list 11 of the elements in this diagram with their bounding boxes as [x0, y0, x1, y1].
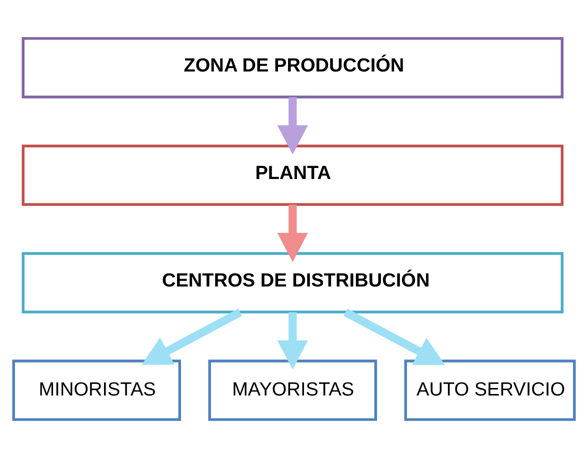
arrow	[277, 204, 308, 262]
arrow	[277, 97, 308, 154]
arrow	[344, 308, 446, 366]
node-box: MINORISTAS	[12, 360, 182, 421]
node-box: CENTROS DE DISTRIBUCIÓN	[22, 252, 564, 314]
node-box: ZONA DE PRODUCCIÓN	[22, 37, 564, 98]
node-box: AUTO SERVICIO	[404, 360, 576, 421]
arrow	[142, 308, 242, 365]
node-box: MAYORISTAS	[208, 360, 378, 421]
arrow	[277, 312, 308, 370]
node-box: PLANTA	[22, 144, 564, 206]
